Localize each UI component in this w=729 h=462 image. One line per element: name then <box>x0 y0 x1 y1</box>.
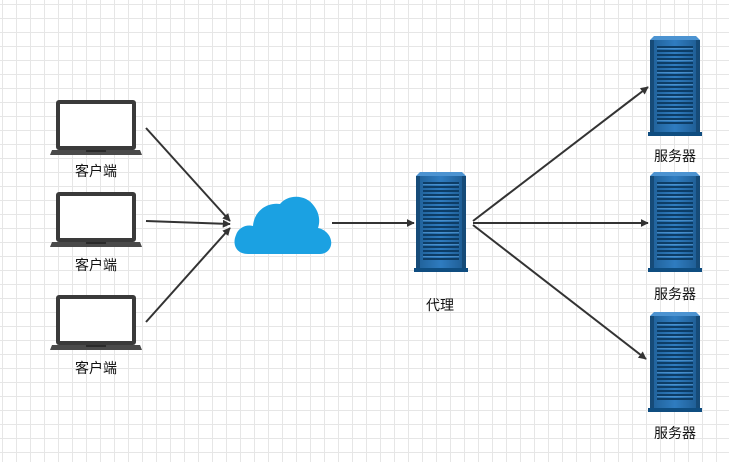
server-icon <box>648 312 702 412</box>
client-label: 客户端 <box>75 360 117 377</box>
server-icon <box>648 172 702 272</box>
client-node-1[interactable]: 客户端 <box>50 100 142 180</box>
edge-client2-to-cloud <box>145 219 231 228</box>
client-label: 客户端 <box>75 163 117 180</box>
laptop-icon <box>50 100 142 155</box>
server-node-3[interactable]: 服务器 <box>648 312 702 442</box>
client-node-2[interactable]: 客户端 <box>50 192 142 274</box>
proxy-node[interactable]: 代理 <box>414 172 468 314</box>
edges <box>145 86 649 360</box>
server-node-1[interactable]: 服务器 <box>648 36 702 165</box>
server-icon <box>648 36 702 136</box>
laptop-icon <box>50 192 142 247</box>
laptop-icon <box>50 295 142 350</box>
cloud-node[interactable] <box>234 196 332 254</box>
server-label: 服务器 <box>654 149 696 165</box>
edge-proxy-to-server3 <box>472 224 647 360</box>
server-label: 服务器 <box>654 287 696 303</box>
proxy-label: 代理 <box>426 298 454 314</box>
server-label: 服务器 <box>654 426 696 442</box>
server-node-2[interactable]: 服务器 <box>648 172 702 303</box>
edge-client3-to-cloud <box>145 227 231 323</box>
server-icon <box>414 172 468 272</box>
edge-client1-to-cloud <box>145 127 231 222</box>
client-node-3[interactable]: 客户端 <box>50 295 142 377</box>
cloud-icon <box>234 196 332 254</box>
edge-proxy-to-server1 <box>472 86 649 222</box>
client-label: 客户端 <box>75 257 117 274</box>
